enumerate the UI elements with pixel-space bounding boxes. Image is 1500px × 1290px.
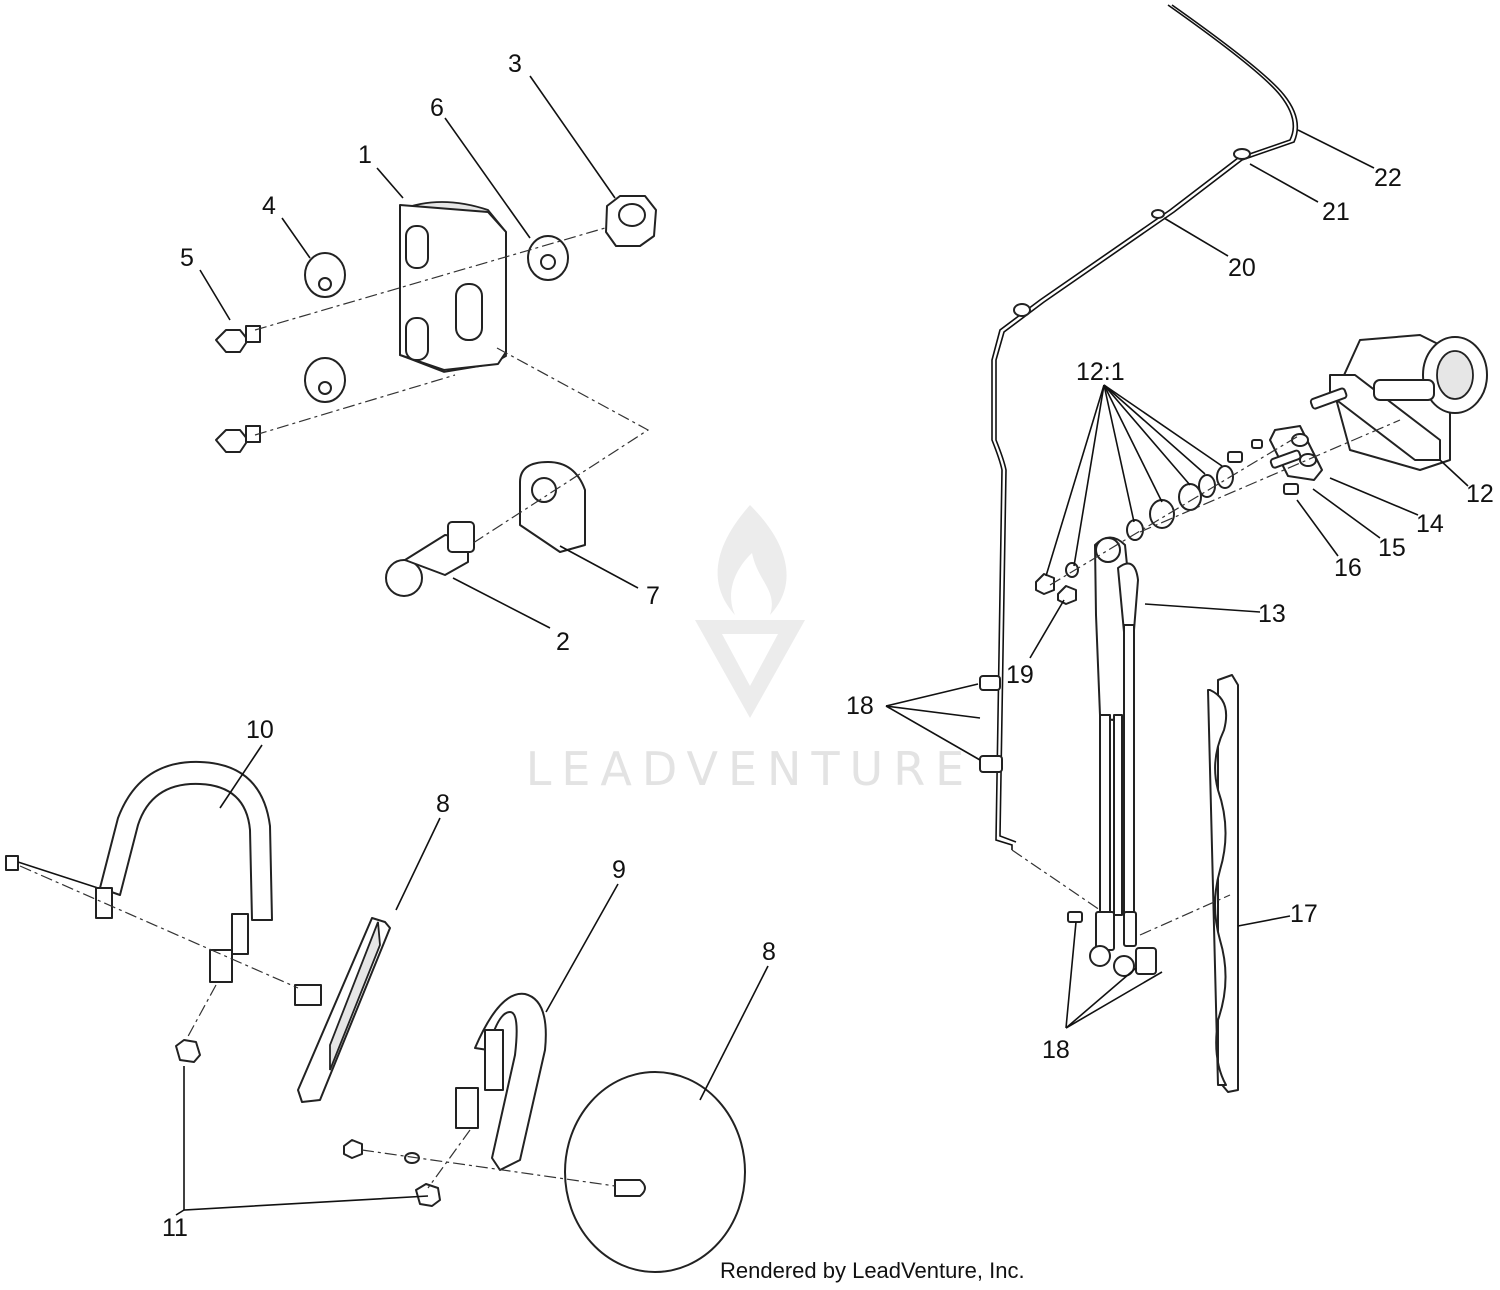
callout-16: 16 bbox=[1334, 554, 1362, 582]
callout-1: 1 bbox=[358, 141, 372, 169]
callout-21: 21 bbox=[1322, 198, 1350, 226]
callout-19: 19 bbox=[1006, 661, 1034, 689]
callout-10: 10 bbox=[246, 716, 274, 744]
leader-lines bbox=[175, 75, 1469, 1216]
render-credit: Rendered by LeadVenture, Inc. bbox=[720, 1258, 1025, 1283]
callout-6: 6 bbox=[430, 94, 444, 122]
callout-8a: 8 bbox=[436, 790, 450, 818]
callout-4: 4 bbox=[262, 192, 276, 220]
mirror-assembly bbox=[5, 760, 746, 1273]
callout-labels: 1 2 3 4 5 6 7 8 8 9 10 11 12 12:1 13 14 … bbox=[162, 50, 1494, 1242]
callout-22: 22 bbox=[1374, 164, 1402, 192]
callout-8b: 8 bbox=[762, 938, 776, 966]
bolt-bottom bbox=[215, 425, 261, 453]
callout-17: 17 bbox=[1290, 900, 1318, 928]
callout-12: 12 bbox=[1466, 480, 1494, 508]
bracket-assembly bbox=[215, 195, 657, 597]
callout-14: 14 bbox=[1416, 510, 1444, 538]
callout-7: 7 bbox=[646, 582, 660, 610]
callout-20: 20 bbox=[1228, 254, 1256, 282]
callout-5: 5 bbox=[180, 244, 194, 272]
bolt-top bbox=[215, 325, 261, 353]
callout-11: 11 bbox=[162, 1214, 188, 1242]
leadventure-watermark: LEADVENTURE bbox=[526, 505, 975, 796]
callout-15: 15 bbox=[1378, 534, 1406, 562]
watermark-text: LEADVENTURE bbox=[526, 742, 975, 796]
callout-9: 9 bbox=[612, 856, 626, 884]
callout-12-1: 12:1 bbox=[1076, 358, 1125, 386]
wiper-assembly bbox=[979, 4, 1488, 1093]
callout-2: 2 bbox=[556, 628, 570, 656]
callout-18a: 18 bbox=[846, 692, 874, 720]
callout-18b: 18 bbox=[1042, 1036, 1070, 1064]
callout-13: 13 bbox=[1258, 600, 1286, 628]
callout-3: 3 bbox=[508, 50, 522, 78]
